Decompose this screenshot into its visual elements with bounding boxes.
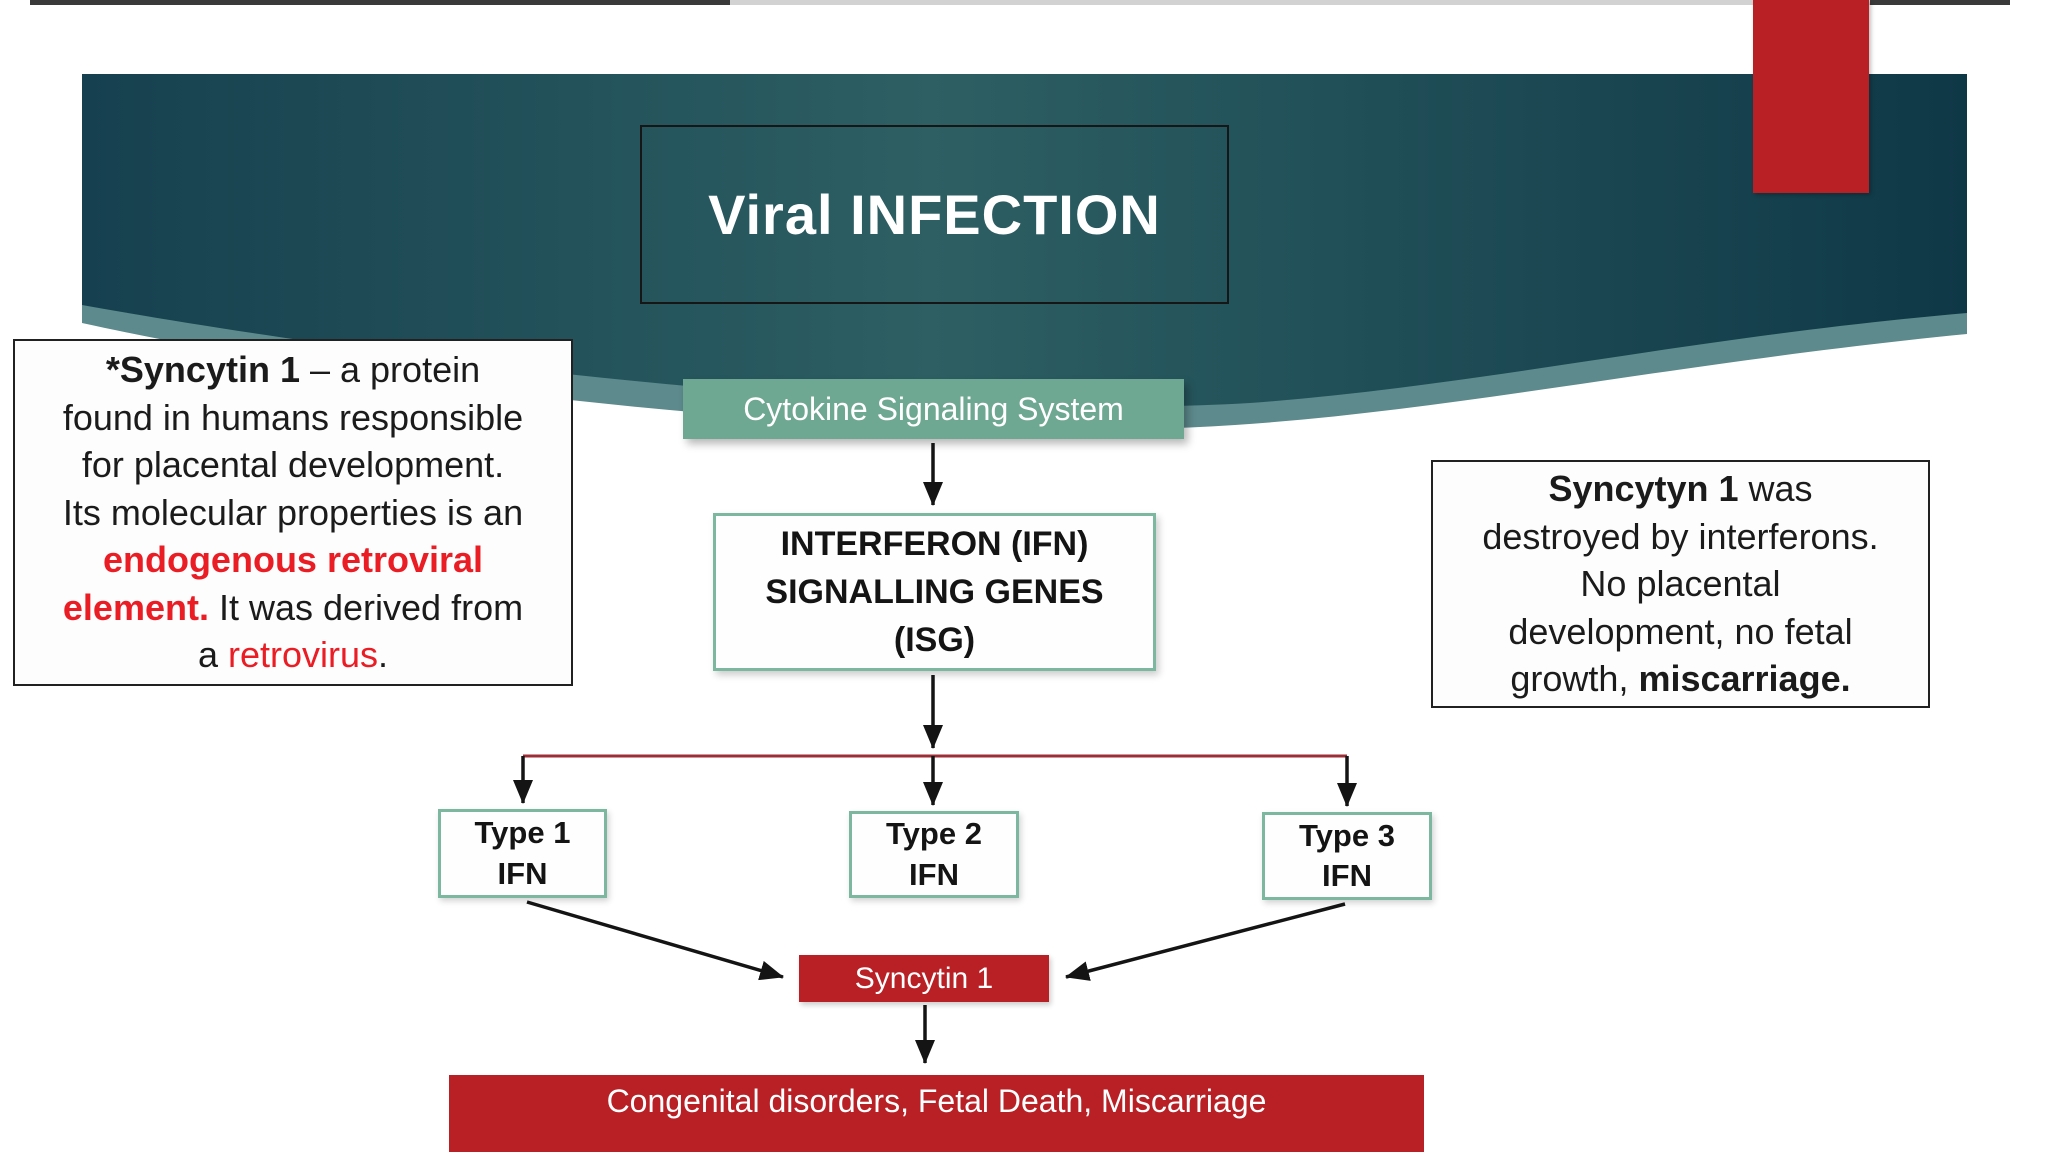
arrow-type1-to-syncytin bbox=[526, 900, 784, 981]
top-edge-strip-dark-left bbox=[30, 0, 730, 5]
syncytin-node: Syncytin 1 bbox=[799, 955, 1049, 1002]
isg-node: INTERFERON (IFN) SIGNALLING GENES (ISG) bbox=[713, 513, 1156, 671]
outcome-label: Congenital disorders, Fetal Death, Misca… bbox=[606, 1083, 1267, 1119]
isg-line-3: (ISG) bbox=[893, 621, 976, 660]
type2-subtitle: IFN bbox=[909, 856, 959, 892]
type2-ifn-node: Type 2 IFN bbox=[849, 811, 1019, 898]
isg-line-1: INTERFERON (IFN) bbox=[780, 524, 1089, 563]
type3-ifn-node: Type 3 IFN bbox=[1262, 812, 1432, 900]
cytokine-label: Cytokine Signaling System bbox=[743, 390, 1124, 427]
type1-title: Type 1 bbox=[474, 815, 571, 851]
isg-line-2: SIGNALLING GENES bbox=[765, 572, 1104, 611]
page-title: Viral INFECTION bbox=[708, 183, 1161, 246]
accent-bar bbox=[1753, 0, 1869, 193]
syncytin-label: Syncytin 1 bbox=[854, 961, 994, 995]
cytokine-node: Cytokine Signaling System bbox=[683, 379, 1184, 439]
type1-ifn-node: Type 1 IFN bbox=[438, 809, 607, 898]
type1-subtitle: IFN bbox=[497, 855, 548, 891]
title-box: Viral INFECTION bbox=[640, 125, 1229, 304]
top-edge-strip-dark-right bbox=[1870, 0, 2010, 5]
top-edge-strip bbox=[30, 0, 2010, 5]
outcome-banner: Congenital disorders, Fetal Death, Misca… bbox=[449, 1075, 1424, 1152]
type2-title: Type 2 bbox=[886, 816, 982, 852]
type3-subtitle: IFN bbox=[1322, 858, 1372, 893]
arrow-type3-to-syncytin bbox=[1065, 902, 1346, 981]
type3-title: Type 3 bbox=[1299, 817, 1395, 853]
